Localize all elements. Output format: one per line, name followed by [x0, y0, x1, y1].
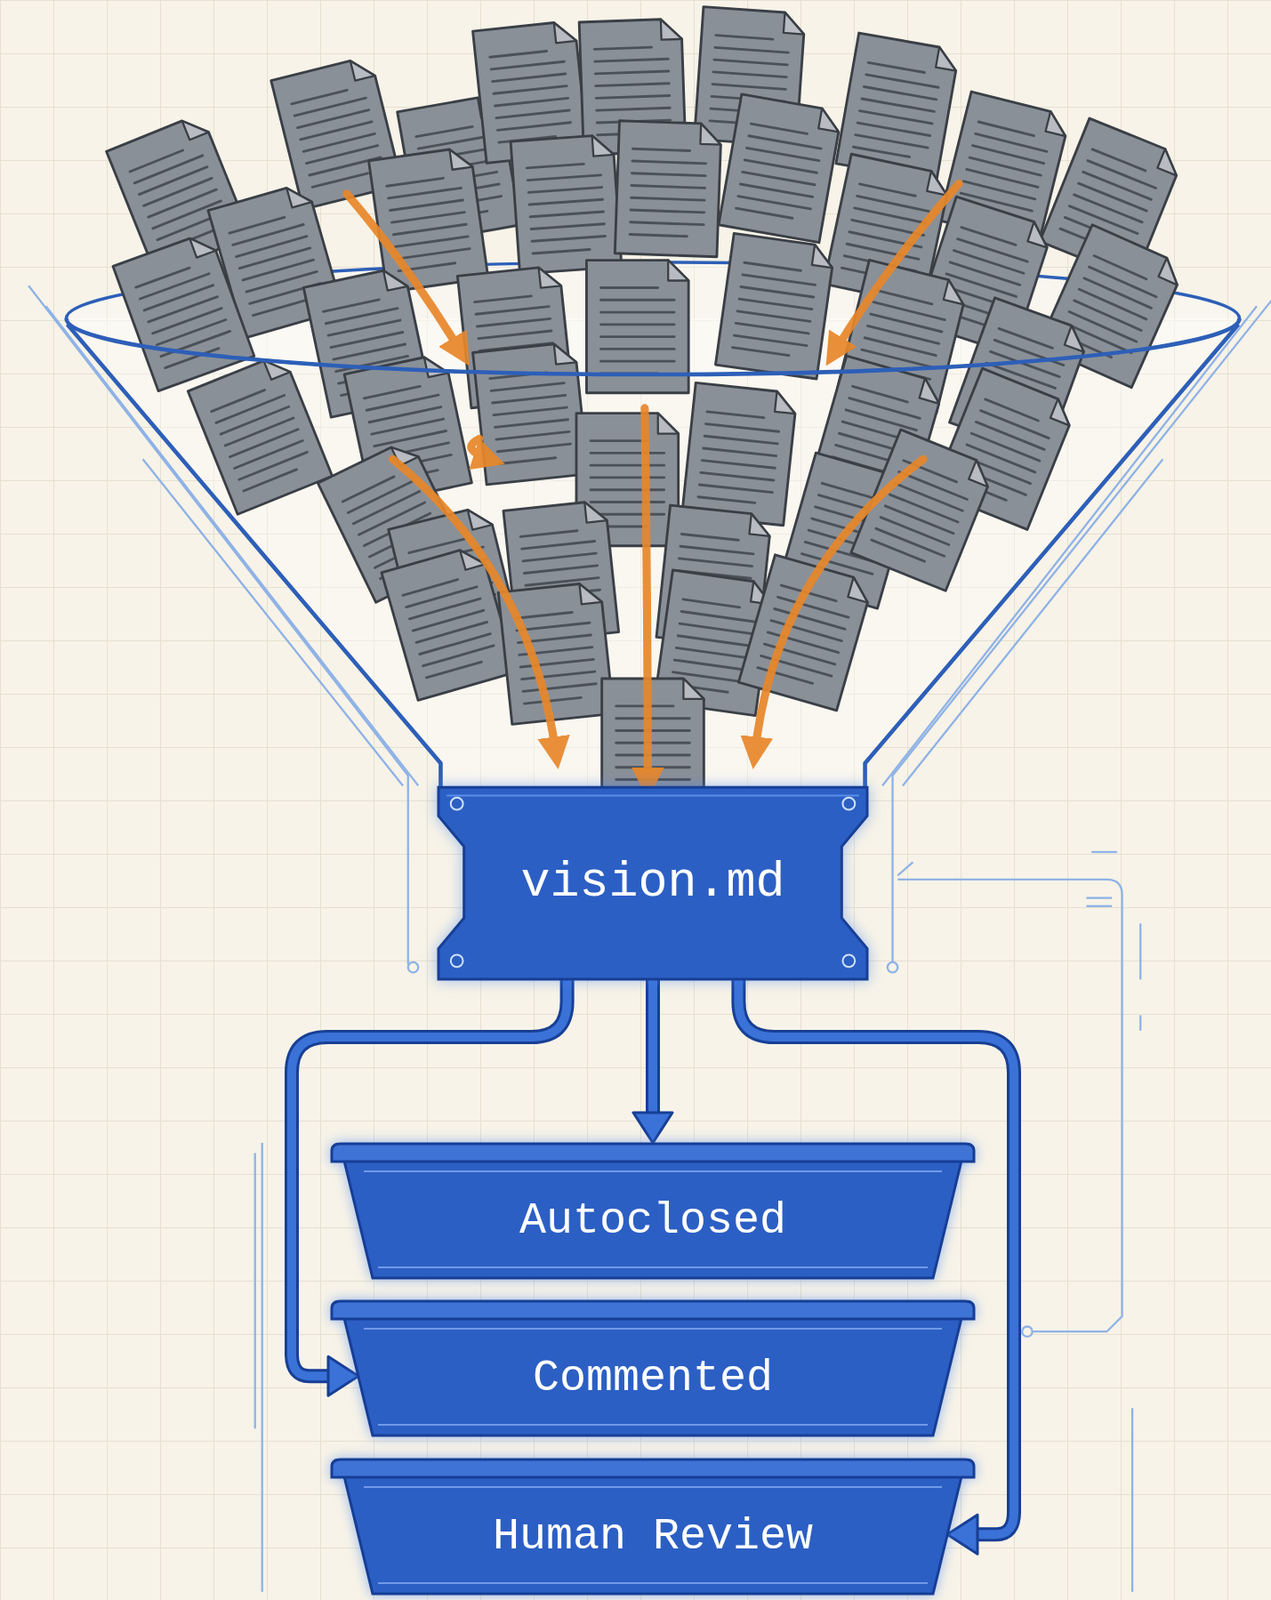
- arrow-head: [633, 1112, 673, 1143]
- node-text: Autoclosed: [519, 1195, 787, 1247]
- connector-line: [648, 979, 658, 1113]
- output-tray: Human Review: [331, 1458, 974, 1597]
- circuit-lines: [28, 285, 1271, 1593]
- hub-box: vision.md: [438, 785, 868, 980]
- connector-outline: [645, 979, 660, 1113]
- node-label: Commented: [331, 1318, 974, 1439]
- node-label: Autoclosed: [331, 1160, 974, 1281]
- document-pile: [106, 7, 1186, 812]
- node-label: Human Review: [331, 1476, 974, 1597]
- funnel-rim: [66, 318, 1240, 789]
- output-tray: Autoclosed: [331, 1142, 974, 1281]
- node-label: vision.md: [438, 785, 868, 980]
- node-text: Commented: [532, 1352, 773, 1404]
- flow-arrows: [346, 184, 959, 785]
- node-text: vision.md: [520, 854, 785, 911]
- node-text: Human Review: [492, 1511, 813, 1562]
- output-tray: Commented: [331, 1300, 974, 1439]
- flow-connector: [633, 979, 673, 1143]
